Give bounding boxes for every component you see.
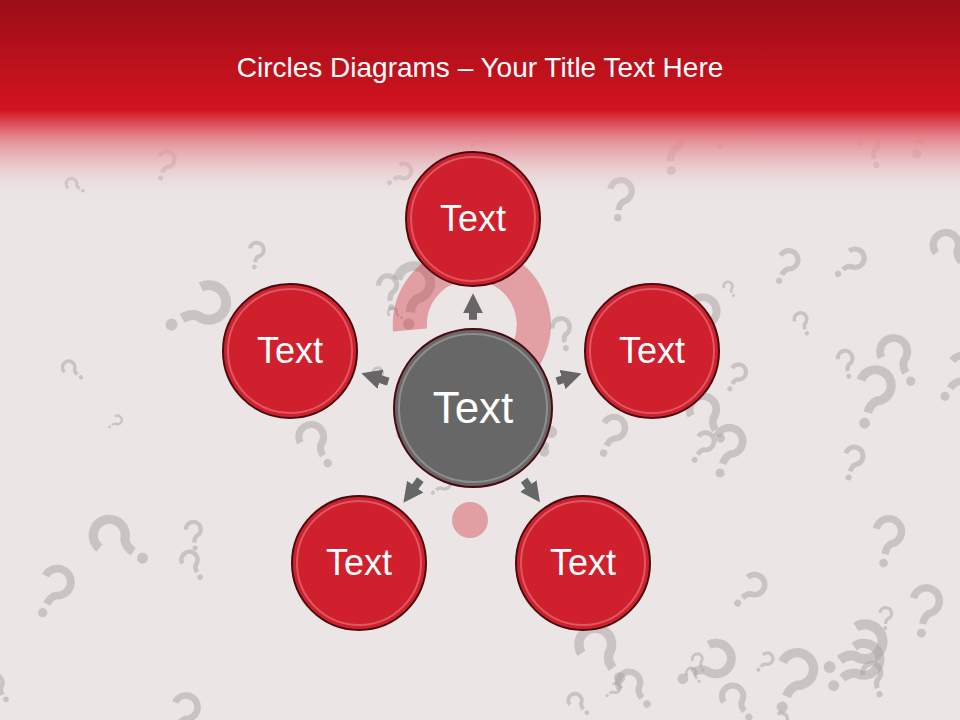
arrow-connector (557, 378, 566, 381)
center-circle: Text (393, 328, 553, 488)
question-mark-shape (603, 682, 622, 700)
question-mark-shape (185, 521, 202, 551)
question-mark-shape (706, 424, 746, 481)
question-mark-shape (875, 333, 925, 392)
question-mark-shape (928, 227, 960, 280)
question-mark-shape (686, 429, 717, 466)
question-mark-shape (106, 414, 124, 431)
question-mark-shape (163, 692, 201, 720)
arrow-connector (469, 309, 477, 320)
question-mark-shape (670, 637, 737, 694)
question-mark-shape (722, 280, 738, 299)
question-mark-shape (718, 681, 760, 720)
outer-circle: Text (584, 283, 720, 419)
node-label: Text (433, 383, 514, 433)
question-mark-shape (753, 651, 775, 675)
question-mark-shape (247, 242, 264, 271)
node-label: Text (257, 330, 323, 372)
arrow-connector (413, 480, 420, 490)
question-mark-shape (294, 420, 340, 474)
question-mark-shape (592, 413, 628, 460)
title-text: Circles Diagrams – Your Title Text Here (237, 52, 724, 83)
question-mark-shape (932, 350, 960, 407)
question-mark-shape (158, 279, 233, 343)
question-mark-shape (830, 245, 868, 282)
question-mark-shape (839, 445, 865, 483)
outer-circle: Text (515, 495, 651, 631)
question-mark-shape (848, 366, 895, 433)
question-mark-shape (722, 362, 749, 395)
question-mark-shape (815, 617, 890, 684)
outer-circle: Text (222, 283, 358, 419)
question-mark-shape (764, 711, 790, 720)
question-mark-shape (792, 311, 813, 338)
question-mark-shape (728, 570, 769, 612)
node-label: Text (550, 542, 616, 584)
question-mark-shape (769, 248, 801, 288)
question-mark-shape (819, 637, 886, 701)
question-mark-shape (178, 549, 208, 584)
outer-circle: Text (291, 495, 427, 631)
question-mark-shape (551, 317, 575, 353)
arrow-connector (524, 480, 531, 489)
question-mark-shape (87, 513, 156, 575)
question-mark-shape (60, 359, 87, 384)
question-mark-shape (0, 672, 14, 707)
outer-circle: Text (405, 151, 541, 287)
node-label: Text (619, 330, 685, 372)
question-mark-shape (908, 586, 941, 639)
question-mark-shape (566, 691, 594, 719)
node-label: Text (326, 542, 392, 584)
arrow-connector (377, 378, 389, 382)
question-mark-shape (29, 564, 76, 623)
question-mark-shape (765, 648, 819, 718)
node-label: Text (440, 198, 506, 240)
question-mark-shape (572, 622, 636, 692)
slide-title: Circles Diagrams – Your Title Text Here (0, 52, 960, 84)
question-mark-shape (371, 366, 390, 388)
question-mark-shape (837, 350, 857, 381)
question-mark-shape (870, 517, 903, 570)
